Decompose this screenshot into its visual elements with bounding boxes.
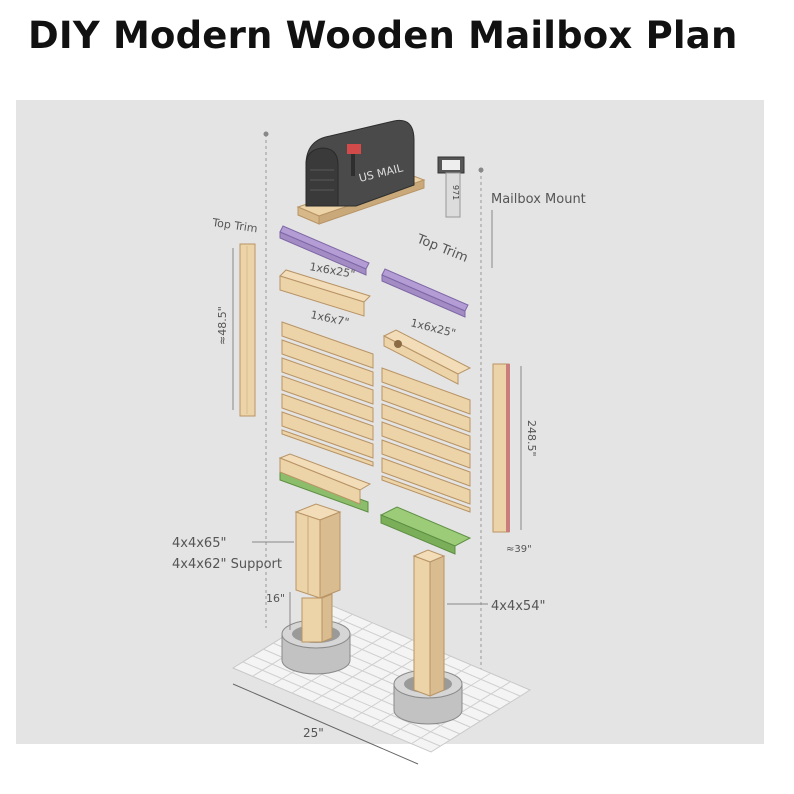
label-right-trim-length: 248.5" <box>525 420 538 457</box>
house-number: 971 <box>451 185 460 200</box>
label-top-trim-left: Top Trim <box>211 216 259 235</box>
guide-lines <box>265 134 482 716</box>
right-trim-board <box>492 363 510 533</box>
label-1x6x25-right: 1x6x25" <box>409 316 457 340</box>
board-1x6x25-top <box>279 269 371 317</box>
guide-dot-top-right <box>478 167 484 173</box>
left-slat-stack <box>281 321 374 467</box>
label-post-front-height: 16" <box>266 592 285 605</box>
label-post-front-support: 4x4x62" Support <box>172 557 282 572</box>
label-top-trim-right: Top Trim <box>414 231 470 265</box>
label-1x6x7: 1x6x7" <box>309 308 350 329</box>
front-post <box>294 503 342 643</box>
mailbox: US MAIL <box>305 119 415 207</box>
lower-left-board <box>278 453 372 513</box>
guide-dot-top-left <box>263 131 269 137</box>
top-trim-left-purple <box>279 225 370 276</box>
label-base-width: 25" <box>303 726 324 740</box>
label-post-back-size: 4x4x54" <box>491 599 545 614</box>
label-post-front-size: 4x4x65" <box>172 536 226 551</box>
label-mailbox-mount: Mailbox Mount <box>491 192 586 207</box>
house-number-sign: 971 <box>437 156 465 218</box>
board-1x6x25-right <box>382 329 472 385</box>
back-post <box>412 549 446 697</box>
label-left-trim-length: ≈48.5" <box>216 306 229 345</box>
left-trim-board <box>239 243 256 417</box>
right-slat-stack <box>381 367 471 513</box>
page-title: DIY Modern Wooden Mailbox Plan <box>28 14 738 57</box>
green-board-right <box>379 506 472 555</box>
label-right-trim-base: ≈39" <box>506 544 532 555</box>
top-trim-right-purple <box>381 268 469 318</box>
mailbox-flag <box>347 144 361 154</box>
